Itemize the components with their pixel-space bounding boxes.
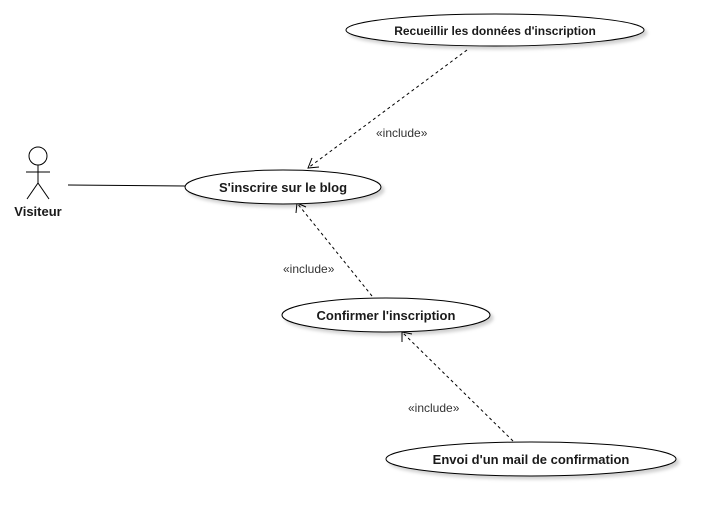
arrowhead-icon xyxy=(307,157,320,169)
include-envoi-to-confirmer xyxy=(401,331,514,442)
actor-visiteur[interactable]: Visiteur xyxy=(14,146,62,219)
include-label: «include» xyxy=(376,126,428,140)
actor-head xyxy=(28,146,48,166)
include-label: «include» xyxy=(283,262,335,276)
use-case-label: S'inscrire sur le blog xyxy=(219,180,347,195)
arrowhead-icon xyxy=(401,331,413,342)
use-case-label: Confirmer l'inscription xyxy=(317,308,456,323)
use-case-confirmer[interactable]: Confirmer l'inscription xyxy=(281,297,491,333)
actor-name: Visiteur xyxy=(14,204,61,219)
use-case-label: Recueillir les données d'inscription xyxy=(394,24,596,38)
include-confirmer-to-inscrire xyxy=(295,202,373,297)
actor-left-leg xyxy=(26,182,39,200)
include-recueillir-to-inscrire xyxy=(307,49,468,169)
use-case-inscrire[interactable]: S'inscrire sur le blog xyxy=(184,169,382,205)
actor-right-leg xyxy=(37,182,50,200)
arrowhead-icon xyxy=(295,202,307,214)
use-case-recueillir[interactable]: Recueillir les données d'inscription xyxy=(345,13,645,47)
use-case-label: Envoi d'un mail de confirmation xyxy=(433,452,630,467)
include-label: «include» xyxy=(408,401,460,415)
use-case-envoi[interactable]: Envoi d'un mail de confirmation xyxy=(385,441,677,477)
association-line xyxy=(67,184,186,187)
